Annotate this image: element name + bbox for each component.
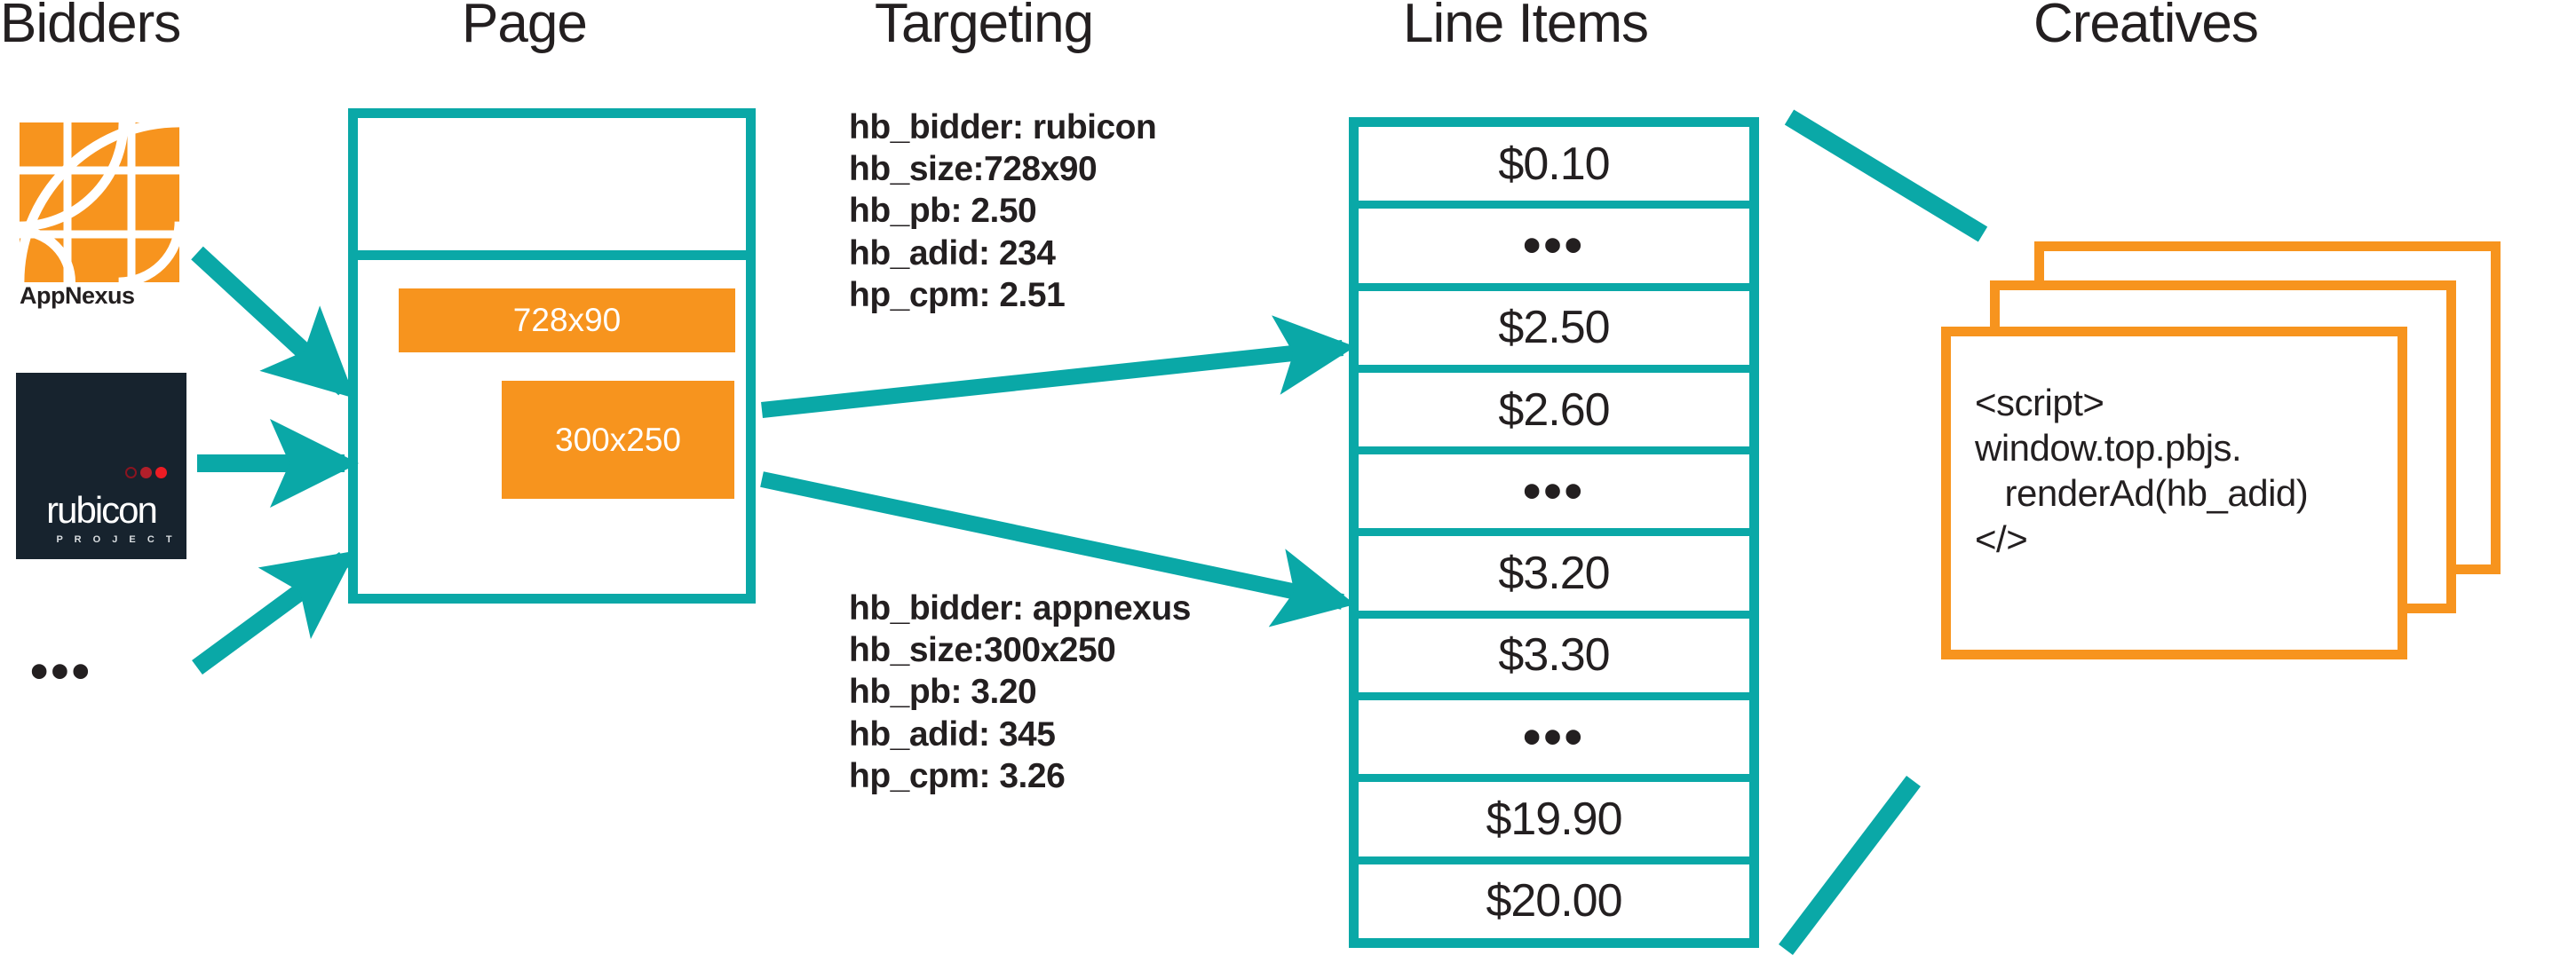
- line-item-row[interactable]: $3.30: [1359, 618, 1749, 693]
- line-item-row[interactable]: $2.50: [1359, 290, 1749, 365]
- connector-line-items-to-creatives-top: [1784, 109, 1988, 242]
- line-item-row[interactable]: $19.90: [1359, 782, 1749, 856]
- rubicon-dots-icon: [122, 467, 167, 483]
- arrow-targeting-appnexus-to-line-item: [760, 471, 1356, 628]
- line-item-row[interactable]: •••: [1359, 454, 1749, 529]
- bidders-more-ellipsis: •••: [30, 643, 92, 700]
- rubicon-sublabel: P R O J E C T: [56, 534, 177, 545]
- line-items-table: $0.10 ••• $2.50 $2.60 ••• $3.20 $3.30 ••…: [1349, 117, 1759, 948]
- column-title-line-items: Line Items: [1403, 0, 1649, 54]
- targeting-block-appnexus: hb_bidder: appnexus hb_size:300x250 hb_p…: [849, 589, 1191, 795]
- line-item-row[interactable]: $2.60: [1359, 372, 1749, 447]
- column-title-targeting: Targeting: [875, 0, 1094, 54]
- ad-slot-300x250[interactable]: 300x250: [502, 381, 734, 499]
- line-item-row[interactable]: $3.20: [1359, 536, 1749, 611]
- line-item-row[interactable]: •••: [1359, 209, 1749, 283]
- arrow-appnexus-to-page: [191, 246, 355, 399]
- connector-line-items-to-creatives-bottom: [1779, 775, 1921, 956]
- line-item-row[interactable]: $20.00: [1359, 864, 1749, 938]
- ad-slot-728x90[interactable]: 728x90: [399, 288, 735, 352]
- appnexus-logo-icon: [20, 122, 179, 282]
- rubicon-project-logo-icon: rubicon P R O J E C T: [16, 373, 186, 559]
- column-title-bidders: Bidders: [0, 0, 181, 54]
- line-item-row[interactable]: •••: [1359, 700, 1749, 775]
- column-title-page: Page: [462, 0, 588, 54]
- line-item-row[interactable]: $0.10: [1359, 127, 1749, 201]
- arrow-more-bidders-to-page: [192, 550, 356, 675]
- targeting-block-rubicon: hb_bidder: rubicon hb_size:728x90 hb_pb:…: [849, 108, 1157, 314]
- creative-card-front[interactable]: [1941, 327, 2407, 659]
- appnexus-label: AppNexus: [20, 282, 135, 309]
- rubicon-wordmark: rubicon: [46, 489, 158, 531]
- creative-code-snippet: <script> window.top.pbjs. renderAd(hb_ad…: [1975, 382, 2309, 560]
- arrow-targeting-rubicon-to-line-item: [761, 315, 1356, 418]
- column-title-creatives: Creatives: [2033, 0, 2259, 54]
